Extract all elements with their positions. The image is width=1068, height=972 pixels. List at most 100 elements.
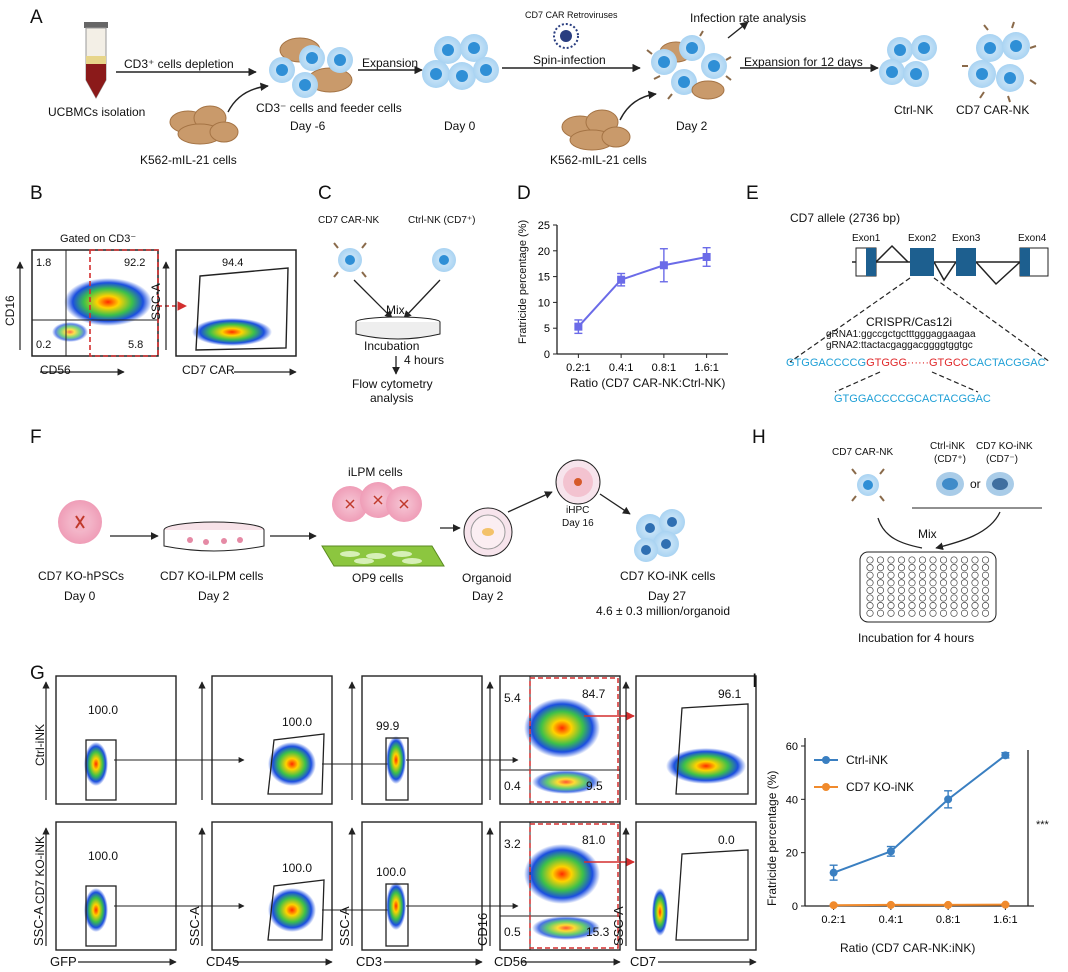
g-q-ur: 81.0 [582,833,606,847]
a-depletion-label: CD3⁺ cells depletion [124,57,234,71]
e-seq-c: GTGCC [929,357,969,369]
f-ihpc: iHPC [566,505,590,516]
g-plot-frame [55,675,177,805]
i-point [886,847,895,856]
g-gate-value: 100.0 [282,861,313,875]
f-organoid: Organoid [462,571,512,585]
a-spin-label: Spin-infection [533,53,606,67]
i-ytick-label: 0 [792,901,798,913]
organoid-dish-icon [463,507,513,557]
d-ytick-label: 15 [538,272,550,284]
g-ylabel-ssc: SSC-A [187,906,202,946]
well [876,609,885,617]
g-xlabel-cd7: CD7 [630,954,657,969]
well [939,594,948,602]
f-d0: Day 0 [64,589,96,603]
well [876,571,885,579]
b-x1: CD56 [40,363,71,377]
i-point [944,900,953,909]
g-density [524,698,600,758]
g-gate [267,879,325,941]
well [887,586,895,594]
panel-label-c: C [318,183,332,204]
g-q-ll: 0.5 [504,925,521,939]
g-plot-frame [361,821,483,951]
well [866,609,874,617]
e-crispr: CRISPR/Cas12i [866,315,953,329]
d-point [659,261,668,270]
well [950,586,958,594]
g-gate-value: 100.0 [88,849,119,863]
well [960,594,969,602]
cd56-cd16-plot [31,249,187,357]
i-ytick-label: 60 [786,741,798,753]
exon-2 [910,248,934,276]
f-hpsc: CD7 KO-hPSCs [38,569,125,583]
f-ilpm: CD7 KO-iLPM cells [160,569,264,583]
g-plot-frame [55,821,177,951]
panel-a [84,21,1037,151]
i-ylabel: Fratricide percentage (%) [765,770,779,906]
well [908,571,916,579]
g-gate-value: 0.0 [718,833,735,847]
nk-cluster-icon [422,34,499,90]
g-red-gate [529,823,619,949]
i-xtick-label: 0.2:1 [821,914,845,926]
a-ucbmc-label: UCBMCs isolation [48,105,146,119]
d-ytick-label: 0 [544,349,550,361]
g-plot-frame [211,821,333,951]
well [897,609,906,617]
well [897,556,906,564]
f-d2a: Day 2 [198,589,230,603]
well [929,586,937,594]
well [960,586,969,594]
i-point [886,900,895,909]
well [887,602,895,610]
d-xtick-label: 0.8:1 [652,362,676,374]
d-xtick-label: 0.4:1 [609,362,633,374]
well [950,564,958,572]
e-sequence: GTGGACCCCGGTGGG······GTGCCCACTACGGAC [786,358,1046,369]
g-gate [385,737,409,801]
well [981,571,990,579]
well [929,556,937,564]
g-density [652,888,668,936]
h-ctrl-sub: (CD7⁺) [934,454,966,465]
g-density [268,742,316,786]
d-point [702,252,711,261]
g-q-ul: 3.2 [504,837,521,851]
g-xlabel-gfp: GFP [50,954,77,969]
g-gate [267,733,325,795]
well [939,586,948,594]
well [971,594,979,602]
g-q-ur: 84.7 [582,687,606,701]
h-ctrl-ink-icon [936,472,964,496]
g-gate [85,739,117,801]
well [897,594,906,602]
d-point [574,322,583,331]
g-gate-value: 96.1 [718,687,742,701]
e-seq-d: CACTACGGAC [968,357,1046,369]
well [971,564,979,572]
well [981,586,990,594]
g-plot-frame [499,821,621,951]
well [918,571,927,579]
e-seq-after: GTGGACCCCGCACTACGGAC [834,393,991,405]
well [971,571,979,579]
b-q-ll: 0.2 [36,339,52,351]
well [908,556,916,564]
a-feeder-label: CD3⁻ cells and feeder cells [256,101,402,115]
a-expansion-label: Expansion [362,56,419,70]
well [866,571,874,579]
ilpm-dish-icon [163,521,265,552]
a-day0: Day 0 [444,119,476,133]
b-gate-value: 94.4 [222,257,244,269]
i-xlabel: Ratio (CD7 CAR-NK:iNK) [840,941,976,955]
d-ytick-label: 5 [544,323,550,335]
f-d2b: Day 2 [472,589,504,603]
f-d27: Day 27 [648,589,687,603]
d-ylabel: Fratricide percentage (%) [517,219,529,344]
a-retrovirus-label: CD7 CAR Retroviruses [525,10,618,20]
c-flow2: analysis [370,391,414,405]
g-density [532,916,600,940]
